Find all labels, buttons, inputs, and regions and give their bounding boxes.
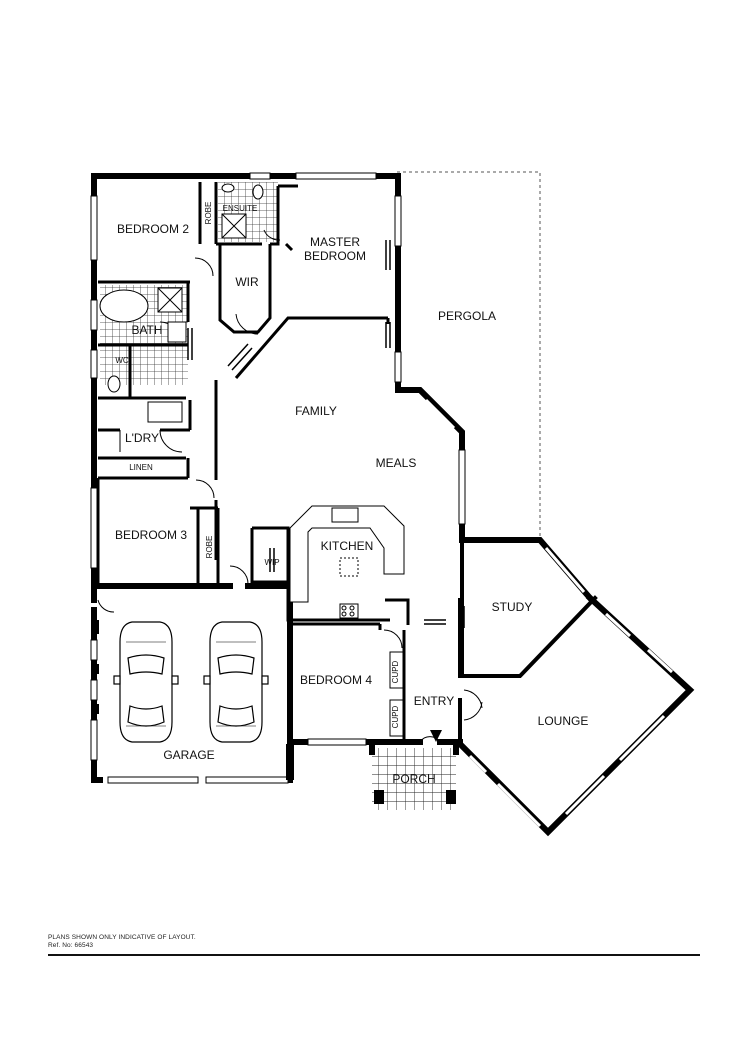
label-bedroom4: BEDROOM 4 [300,673,372,687]
label-garage: GARAGE [163,748,214,762]
label-robe-upper: ROBE [204,202,213,225]
label-wir: WIR [235,275,259,289]
label-wip: WIP [264,558,279,567]
label-wc: WC [115,356,129,365]
windows [90,172,466,784]
label-lounge: LOUNGE [538,714,589,728]
walls [91,173,695,837]
label-study: STUDY [492,600,533,614]
label-porch: PORCH [392,772,435,786]
label-laundry: L'DRY [125,431,159,445]
label-kitchen: KITCHEN [321,539,374,553]
label-family: FAMILY [295,404,337,418]
interior-walls [96,182,410,742]
angled-windows [424,398,674,828]
label-master-line1: MASTER [310,235,360,249]
label-cupd-upper: CUPD [391,660,400,683]
label-linen: LINEN [129,463,153,472]
label-ensuite: ENSUITE [223,204,258,213]
pergola-outline [397,171,541,540]
label-entry: ENTRY [414,694,454,708]
porch-posts [374,730,456,804]
kitchen-benches [289,505,405,619]
label-bedroom2: BEDROOM 2 [117,222,189,236]
label-bath: BATH [131,323,162,337]
footer-divider [48,954,700,956]
label-robe-lower: ROBE [205,536,214,559]
sliding-doors [187,240,465,628]
disclaimer-text: PLANS SHOWN ONLY INDICATIVE OF LAYOUT. [48,934,196,941]
cupboard-boxes [389,651,405,737]
reference-number: Ref. No: 66543 [48,942,94,949]
label-bedroom3: BEDROOM 3 [115,528,187,542]
label-meals: MEALS [376,456,417,470]
fixtures [99,183,264,423]
room-labels: BEDROOM 2 ROBE ENSUITE MASTER BEDROOM WI… [115,202,588,786]
label-master-line2: BEDROOM [304,249,366,263]
label-pergola: PERGOLA [438,309,496,323]
garage-piers [91,620,294,780]
car-icon [113,621,269,743]
label-cupd-lower: CUPD [391,705,400,728]
